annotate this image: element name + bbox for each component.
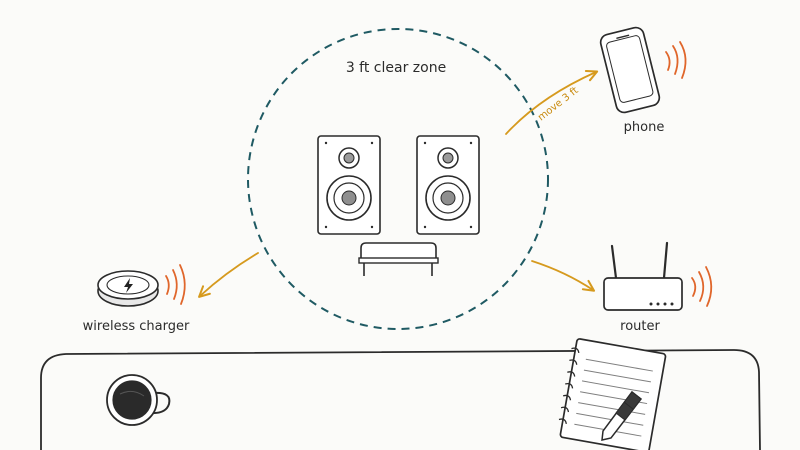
router-icon <box>603 241 683 311</box>
coffee-cup-icon <box>106 374 171 426</box>
phone-icon <box>599 26 661 114</box>
speaker-left-icon <box>317 135 381 235</box>
charger-signal-icon <box>165 264 186 305</box>
wireless-charger-icon <box>97 270 159 307</box>
phone-signal-icon <box>665 41 687 79</box>
phone-label: phone <box>624 120 665 135</box>
wireless-charger-label: wireless charger <box>83 319 190 334</box>
arrow-to-router <box>531 260 596 292</box>
router-label: router <box>620 319 660 334</box>
desk-outline <box>40 349 761 450</box>
notebook-icon <box>558 338 667 450</box>
clear-zone-circle <box>247 28 549 330</box>
arrow-to-phone <box>505 69 599 135</box>
pen-icon <box>601 390 643 441</box>
clear-zone-label: 3 ft clear zone <box>346 60 446 76</box>
amplifier-icon <box>358 242 439 276</box>
arrow-to-charger <box>198 252 259 298</box>
speaker-right-icon <box>416 135 480 235</box>
router-signal-icon <box>691 266 713 307</box>
